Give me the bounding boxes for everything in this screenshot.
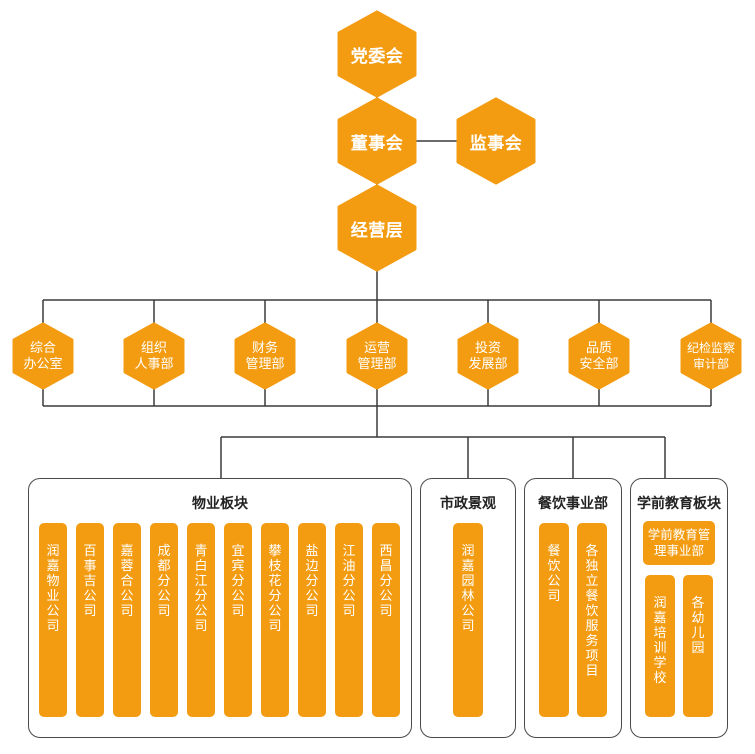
company-box: 餐饮公司 bbox=[539, 523, 569, 717]
company-label: 嘉蓉合公司 bbox=[120, 543, 134, 618]
dept-node: 组织 人事部 bbox=[123, 322, 185, 390]
company-box: 润嘉园林公司 bbox=[453, 523, 483, 717]
dept-label: 纪检监察 审计部 bbox=[686, 341, 735, 371]
company-box: 攀枝花分公司 bbox=[261, 523, 289, 717]
education-management-label: 学前教育管理事业部 bbox=[647, 528, 711, 558]
dept-label: 综合 办公室 bbox=[23, 340, 63, 371]
catering-sector-title: 餐饮事业部 bbox=[538, 495, 608, 511]
company-box: 江油分公司 bbox=[335, 523, 363, 717]
municipal-sector-panel: 市政景观 润嘉园林公司 bbox=[420, 478, 516, 738]
dept-node: 运营 管理部 bbox=[346, 322, 408, 390]
dept-label: 运营 管理部 bbox=[357, 340, 397, 371]
party-committee-node: 党委会 bbox=[337, 10, 417, 98]
catering-sector-panel: 餐饮事业部 餐饮公司 各独立餐饮服务项目 bbox=[524, 478, 622, 738]
company-label: 百事吉公司 bbox=[83, 543, 97, 618]
property-sector-title: 物业板块 bbox=[192, 495, 248, 511]
dept-node: 综合 办公室 bbox=[12, 322, 74, 390]
company-label: 宜宾分公司 bbox=[231, 543, 245, 618]
company-label: 青白江分公司 bbox=[194, 543, 208, 633]
management-label: 经营层 bbox=[350, 220, 404, 240]
board-label: 董事会 bbox=[350, 133, 404, 153]
dept-node: 投资 发展部 bbox=[457, 322, 519, 390]
company-box: 各独立餐饮服务项目 bbox=[577, 523, 607, 717]
company-box: 成都分公司 bbox=[150, 523, 178, 717]
dept-label: 组织 人事部 bbox=[134, 340, 174, 371]
company-label: 润嘉园林公司 bbox=[461, 543, 475, 633]
company-label: 餐饮公司 bbox=[547, 543, 561, 603]
board-node: 董事会 bbox=[337, 97, 417, 185]
property-sector-panel: 物业板块 润嘉物业公司 百事吉公司 嘉蓉合公司 成都分公司 青白江分公司 宜宾分… bbox=[28, 478, 412, 738]
company-label: 攀枝花分公司 bbox=[268, 543, 282, 633]
supervisory-board-node: 监事会 bbox=[456, 97, 536, 185]
party-committee-label: 党委会 bbox=[350, 46, 404, 66]
education-management-box: 学前教育管理事业部 bbox=[643, 521, 715, 565]
dept-label: 财务 管理部 bbox=[245, 340, 285, 371]
education-sector-title: 学前教育板块 bbox=[637, 495, 721, 511]
company-label: 成都分公司 bbox=[157, 543, 171, 618]
company-label: 润嘉物业公司 bbox=[46, 543, 60, 633]
dept-node: 品质 安全部 bbox=[568, 322, 630, 390]
company-box: 青白江分公司 bbox=[187, 523, 215, 717]
company-box: 嘉蓉合公司 bbox=[113, 523, 141, 717]
supervisory-board-label: 监事会 bbox=[469, 133, 523, 153]
company-box: 百事吉公司 bbox=[76, 523, 104, 717]
dept-label: 投资 发展部 bbox=[468, 340, 508, 371]
dept-label: 品质 安全部 bbox=[579, 340, 619, 371]
dept-node: 财务 管理部 bbox=[234, 322, 296, 390]
company-box: 润嘉物业公司 bbox=[39, 523, 67, 717]
company-label: 各独立餐饮服务项目 bbox=[585, 543, 599, 678]
company-label: 润嘉培训学校 bbox=[653, 595, 667, 685]
company-label: 江油分公司 bbox=[342, 543, 356, 618]
company-label: 各幼儿园 bbox=[691, 595, 705, 655]
company-label: 盐边分公司 bbox=[305, 543, 319, 618]
company-box: 盐边分公司 bbox=[298, 523, 326, 717]
management-node: 经营层 bbox=[337, 184, 417, 272]
company-box: 各幼儿园 bbox=[683, 575, 713, 717]
dept-node: 纪检监察 审计部 bbox=[680, 322, 742, 390]
company-box: 西昌分公司 bbox=[372, 523, 400, 717]
company-label: 西昌分公司 bbox=[379, 543, 393, 618]
company-box: 润嘉培训学校 bbox=[645, 575, 675, 717]
education-sector-panel: 学前教育板块 学前教育管理事业部 润嘉培训学校 各幼儿园 bbox=[630, 478, 728, 738]
municipal-sector-title: 市政景观 bbox=[440, 495, 496, 511]
company-box: 宜宾分公司 bbox=[224, 523, 252, 717]
